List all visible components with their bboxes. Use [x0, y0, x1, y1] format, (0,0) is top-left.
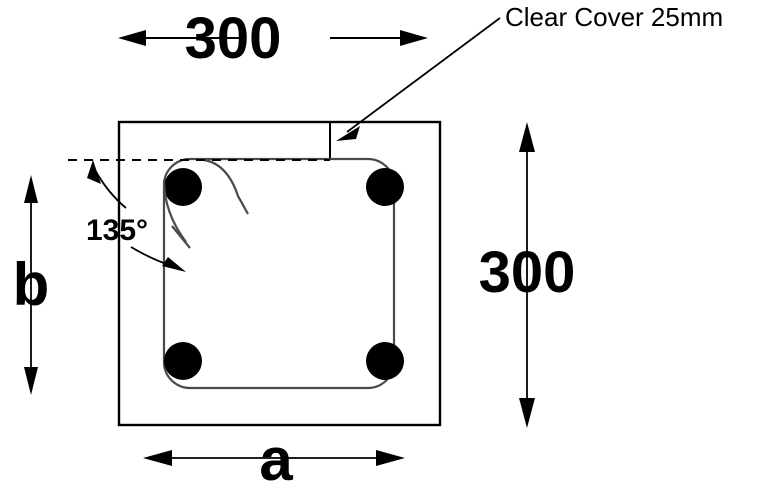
- left-dimension-arrow-top: [24, 175, 38, 203]
- clear-cover-annotation-group: Clear Cover 25mm: [329, 2, 723, 160]
- right-dimension-arrow-bottom: [519, 398, 535, 428]
- bottom-dimension-group: a: [143, 426, 405, 488]
- top-dimension-label: 300: [185, 6, 282, 71]
- top-dimension-group: 300: [118, 6, 428, 71]
- hook-angle-label: 135°: [86, 214, 148, 247]
- clear-cover-leader-arrow: [336, 126, 360, 141]
- concrete-section-outline: [117, 120, 442, 427]
- bottom-dimension-label: a: [259, 426, 293, 488]
- left-dimension-arrow-bottom: [24, 367, 38, 395]
- bottom-dimension-arrow-left: [143, 450, 172, 466]
- right-dimension-arrow-top: [519, 122, 535, 152]
- rebar-top-left: [164, 168, 202, 206]
- stirrup-hook-tail-lower: [171, 225, 191, 249]
- angle-arc-arrow-upper: [87, 160, 101, 184]
- rebar-bottom-left: [164, 342, 202, 380]
- right-dimension-group: 300: [479, 122, 576, 428]
- clear-cover-label: Clear Cover 25mm: [505, 2, 723, 32]
- stirrup-hook-group: [162, 158, 249, 249]
- rebar-bottom-right: [366, 342, 404, 380]
- stirrup-hook-tail-upper: [203, 158, 249, 215]
- bottom-dimension-arrow-right: [376, 450, 405, 466]
- left-dimension-label: b: [13, 251, 50, 318]
- top-dimension-arrow-left: [118, 30, 146, 46]
- clear-cover-leader-line: [346, 17, 501, 133]
- right-dimension-label: 300: [479, 240, 576, 305]
- top-dimension-arrow-right: [400, 30, 428, 46]
- rebar-top-right: [366, 168, 404, 206]
- angle-arc-arrow-lower: [162, 257, 186, 272]
- hook-angle-annotation-group: 135°: [86, 160, 186, 272]
- angle-arc-upper: [94, 169, 127, 209]
- left-dimension-group: b: [13, 175, 50, 395]
